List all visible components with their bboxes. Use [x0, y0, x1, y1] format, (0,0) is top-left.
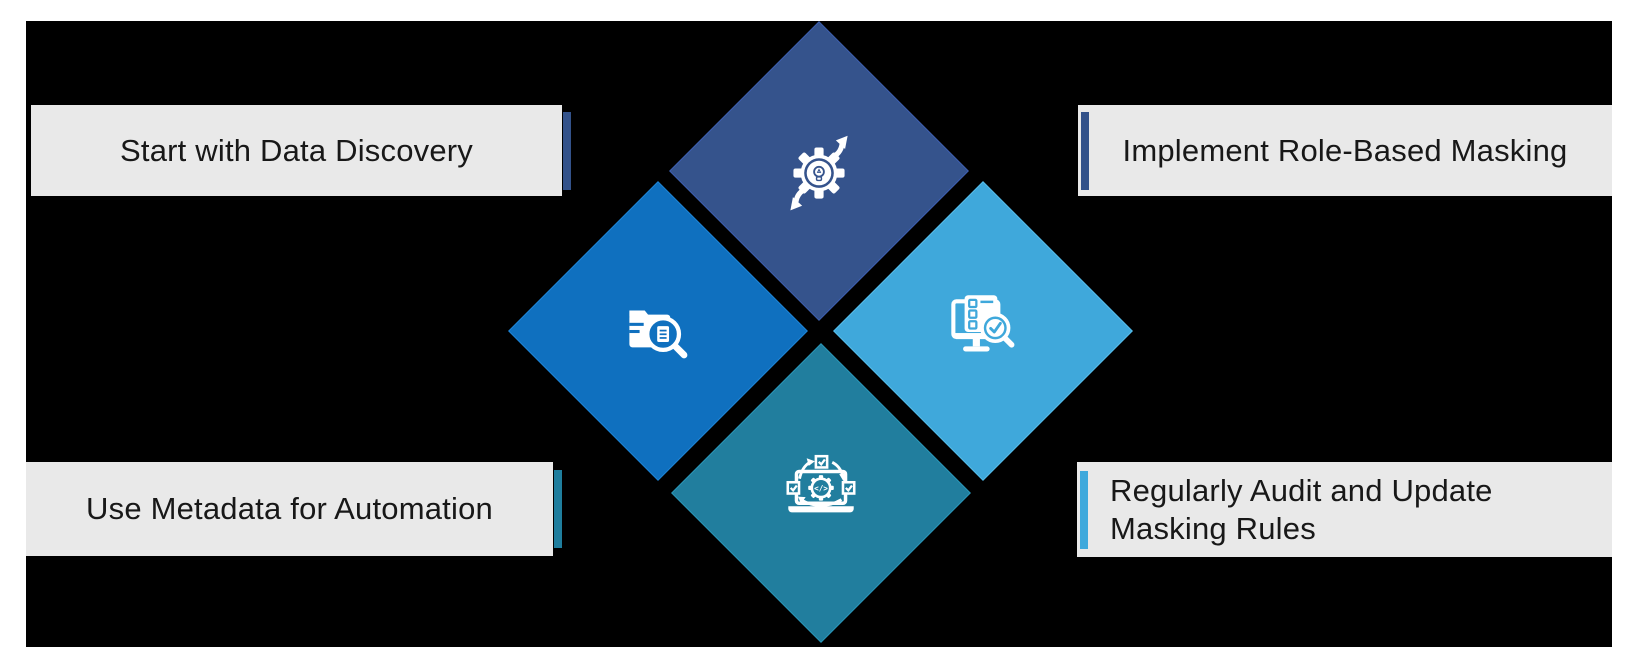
label-box-use-metadata-for-automation: Use Metadata for Automation	[26, 462, 562, 556]
diagram-canvas: Start with Data Discovery Implement Role…	[26, 21, 1612, 647]
folder-search-icon	[629, 310, 688, 359]
accent-bar	[1081, 111, 1089, 190]
label-text: Start with Data Discovery	[120, 132, 473, 168]
accent-bar	[554, 470, 562, 548]
label-text: Use Metadata for Automation	[86, 491, 493, 526]
svg-text:</>: </>	[814, 484, 828, 493]
label-box-implement-role-based-masking: Implement Role-Based Masking	[1078, 105, 1612, 196]
label-text: Regularly Audit and Update Masking Rules	[1077, 472, 1493, 548]
automation-laptop-icon: </>	[786, 454, 856, 513]
accent-bar	[1080, 470, 1088, 549]
label-box-start-with-data-discovery: Start with Data Discovery	[31, 105, 571, 196]
audit-checklist-monitor-icon	[951, 295, 1015, 352]
accent-bar	[563, 111, 571, 190]
label-line-1: Regularly Audit and Update	[1110, 472, 1493, 508]
diamond-right	[833, 181, 1133, 481]
label-box-regularly-audit-and-update-masking-rules: Regularly Audit and Update Masking Rules	[1077, 462, 1612, 557]
diamond-top	[669, 21, 969, 321]
label-line-2: Masking Rules	[1110, 510, 1316, 546]
diamond-bottom: </>	[671, 343, 971, 643]
label-text: Implement Role-Based Masking	[1122, 132, 1568, 168]
diamond-left	[508, 181, 808, 481]
innovation-gear-icon	[790, 135, 848, 211]
